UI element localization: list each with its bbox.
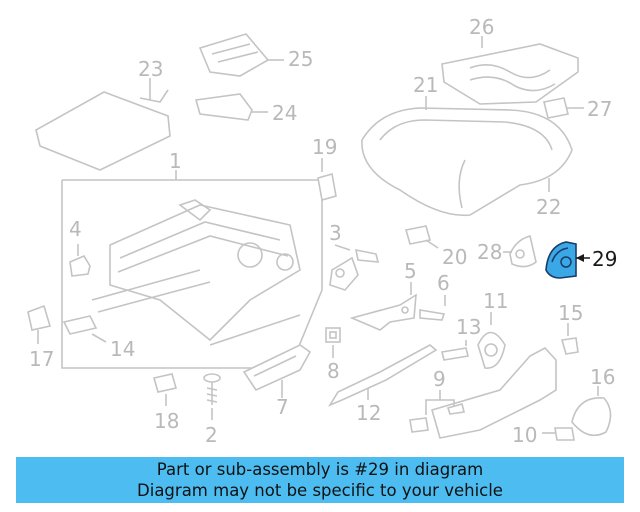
callout-5: 5 (404, 259, 417, 283)
part-24-module (194, 93, 268, 121)
callout-4: 4 (69, 217, 82, 241)
part-10-bolt (542, 427, 575, 441)
callout-3: 3 (329, 221, 342, 245)
part-8-clip (325, 327, 341, 358)
part-19-bracket (317, 158, 337, 202)
part-20-block (404, 225, 439, 249)
part-12-rod (328, 344, 438, 407)
callout-23: 23 (138, 57, 163, 81)
callout-19: 19 (312, 135, 337, 159)
part-26-mat (441, 36, 579, 105)
callout-29: 29 (592, 247, 617, 271)
part-2-bolt (203, 373, 221, 420)
part-6-bolt (419, 295, 446, 321)
part-13-bolt (441, 340, 469, 361)
info-banner: Part or sub-assembly is #29 in diagram D… (16, 457, 624, 503)
callout-26: 26 (469, 15, 494, 39)
callout-6: 6 (437, 271, 450, 295)
part-17-clip (27, 304, 52, 344)
callout-11: 11 (483, 289, 508, 313)
callout-7: 7 (276, 395, 289, 419)
callout-13: 13 (456, 315, 481, 339)
callout-27: 27 (587, 97, 612, 121)
callout-14: 14 (110, 337, 135, 361)
banner-line-1: Part or sub-assembly is #29 in diagram (156, 460, 484, 479)
part-4-clip (69, 244, 91, 277)
part-29-highlighted (545, 241, 590, 279)
callout-25: 25 (288, 47, 313, 71)
callout-24: 24 (272, 101, 297, 125)
callout-2: 2 (205, 423, 218, 447)
banner-line-2: Diagram may not be specific to your vehi… (137, 481, 503, 500)
part-7-trim (242, 344, 312, 398)
callout-10: 10 (512, 423, 537, 447)
part-18-clip (152, 373, 178, 406)
part-1-seat-frame (61, 170, 323, 369)
callout-8: 8 (327, 359, 340, 383)
part-11-knob (477, 312, 506, 369)
part-14-cap (62, 315, 107, 343)
callout-17: 17 (29, 347, 54, 371)
part-23-pad (35, 78, 171, 171)
part-27-connector (543, 97, 584, 119)
callout-18: 18 (154, 409, 179, 433)
callout-1: 1 (169, 149, 182, 173)
callout-16: 16 (590, 365, 615, 389)
callout-28: 28 (477, 240, 502, 264)
callout-22: 22 (536, 195, 561, 219)
callout-20: 20 (442, 245, 467, 269)
part-16-cover (571, 386, 612, 437)
part-25-module (198, 33, 284, 77)
part-21-cushion (361, 96, 573, 217)
part-3-motor (329, 244, 380, 291)
callout-9: 9 (433, 367, 446, 391)
part-28-cover (503, 234, 537, 268)
part-15-clip (560, 323, 579, 355)
part-side-shield (431, 347, 557, 439)
parts-diagram: 1 2 3 4 5 6 7 (27, 15, 617, 447)
callout-15: 15 (558, 301, 583, 325)
callout-21: 21 (413, 73, 438, 97)
callout-12: 12 (356, 401, 381, 425)
part-5-bracket (349, 282, 417, 331)
